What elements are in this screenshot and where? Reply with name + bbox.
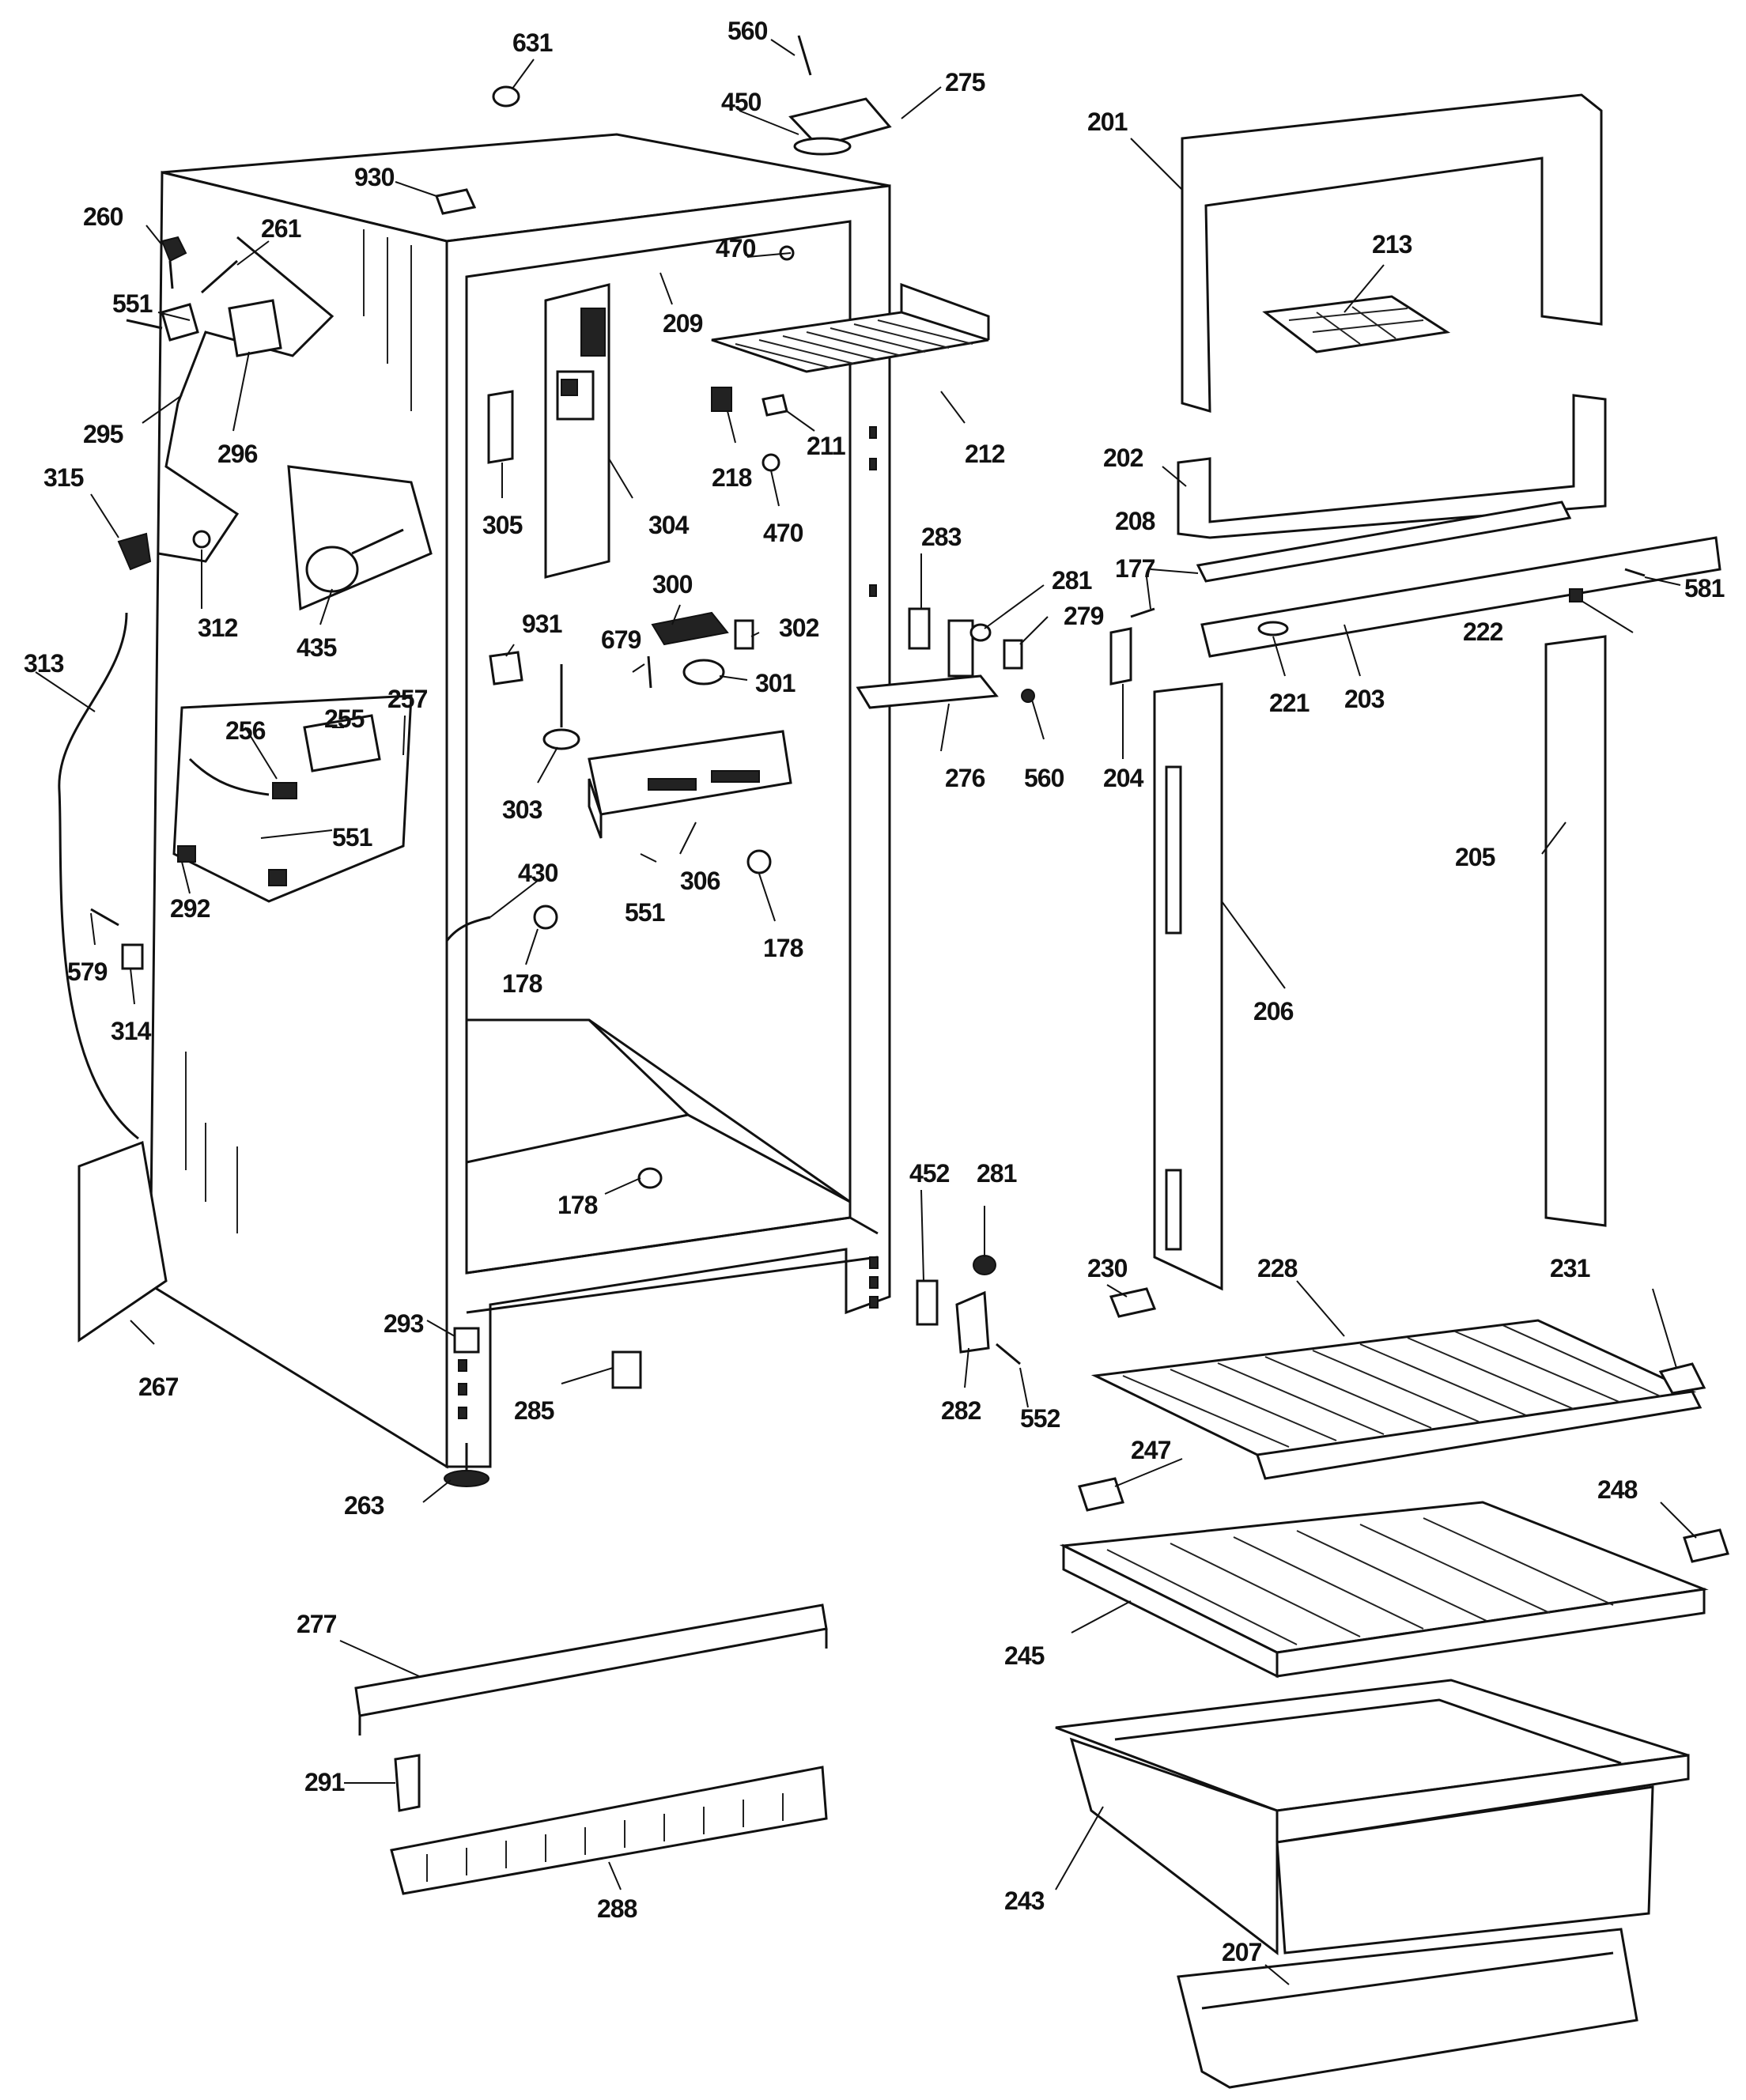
label-207: 207 bbox=[1222, 1938, 1262, 1966]
cutaway-outline bbox=[172, 694, 413, 903]
control-panel bbox=[487, 283, 610, 579]
label-213: 213 bbox=[1372, 230, 1412, 259]
label-178: 178 bbox=[557, 1191, 598, 1219]
label-178: 178 bbox=[763, 934, 803, 962]
label-292: 292 bbox=[170, 894, 210, 923]
label-276: 276 bbox=[945, 764, 985, 792]
label-212: 212 bbox=[965, 440, 1005, 468]
label-282: 282 bbox=[941, 1396, 981, 1425]
label-679: 679 bbox=[601, 625, 641, 654]
label-314: 314 bbox=[111, 1017, 152, 1045]
label-430: 430 bbox=[518, 859, 558, 887]
label-470: 470 bbox=[716, 234, 756, 262]
label-203: 203 bbox=[1344, 685, 1385, 713]
label-257: 257 bbox=[387, 685, 428, 713]
label-261: 261 bbox=[261, 214, 301, 243]
label-435: 435 bbox=[297, 633, 337, 662]
label-255: 255 bbox=[324, 704, 365, 733]
label-551: 551 bbox=[112, 289, 153, 318]
label-470: 470 bbox=[763, 519, 803, 547]
label-313: 313 bbox=[24, 649, 64, 678]
label-306: 306 bbox=[680, 867, 720, 895]
top-hinge-parts bbox=[434, 35, 892, 261]
label-631: 631 bbox=[512, 28, 553, 57]
label-248: 248 bbox=[1597, 1475, 1638, 1504]
label-303: 303 bbox=[502, 795, 542, 824]
label-295: 295 bbox=[83, 420, 123, 448]
label-201: 201 bbox=[1087, 108, 1128, 136]
label-296: 296 bbox=[217, 440, 258, 468]
cutaway-outline bbox=[287, 465, 433, 611]
label-551: 551 bbox=[332, 823, 372, 852]
bottom-rails bbox=[354, 1603, 828, 1895]
label-178: 178 bbox=[502, 969, 542, 998]
label-230: 230 bbox=[1087, 1254, 1128, 1282]
label-288: 288 bbox=[597, 1894, 637, 1923]
label-263: 263 bbox=[344, 1491, 384, 1520]
label-283: 283 bbox=[921, 523, 962, 551]
label-930: 930 bbox=[354, 163, 395, 191]
label-211: 211 bbox=[807, 432, 845, 460]
label-281: 281 bbox=[1052, 566, 1092, 595]
label-202: 202 bbox=[1103, 444, 1143, 472]
label-243: 243 bbox=[1004, 1887, 1045, 1915]
label-221: 221 bbox=[1269, 689, 1310, 717]
label-560: 560 bbox=[728, 17, 768, 45]
label-293: 293 bbox=[384, 1309, 424, 1338]
label-228: 228 bbox=[1257, 1254, 1298, 1282]
label-285: 285 bbox=[514, 1396, 554, 1425]
label-312: 312 bbox=[198, 614, 238, 642]
label-275: 275 bbox=[945, 68, 985, 96]
label-452: 452 bbox=[909, 1159, 950, 1188]
label-291: 291 bbox=[304, 1768, 345, 1796]
label-245: 245 bbox=[1004, 1641, 1045, 1670]
label-300: 300 bbox=[652, 570, 693, 599]
label-304: 304 bbox=[648, 511, 690, 539]
label-315: 315 bbox=[43, 463, 84, 492]
label-579: 579 bbox=[67, 957, 108, 986]
label-305: 305 bbox=[482, 511, 523, 539]
freezer-shelf bbox=[711, 282, 990, 373]
leader-lines bbox=[35, 39, 1697, 1985]
label-209: 209 bbox=[663, 309, 703, 338]
label-204: 204 bbox=[1103, 764, 1144, 792]
cutaway-outline bbox=[157, 236, 334, 563]
part-labels: 631 560 450 275 201 930 260 261 470 209 … bbox=[24, 17, 1725, 1966]
label-267: 267 bbox=[138, 1373, 179, 1401]
label-177: 177 bbox=[1115, 554, 1155, 583]
label-277: 277 bbox=[297, 1610, 337, 1638]
label-552: 552 bbox=[1020, 1404, 1060, 1433]
label-931: 931 bbox=[522, 610, 562, 638]
label-302: 302 bbox=[779, 614, 819, 642]
label-218: 218 bbox=[712, 463, 752, 492]
door-parts bbox=[1055, 93, 1729, 2089]
label-206: 206 bbox=[1253, 997, 1294, 1025]
label-450: 450 bbox=[721, 88, 762, 116]
label-281: 281 bbox=[977, 1159, 1017, 1188]
label-208: 208 bbox=[1115, 507, 1155, 535]
label-279: 279 bbox=[1064, 602, 1104, 630]
label-260: 260 bbox=[83, 202, 123, 231]
label-247: 247 bbox=[1131, 1436, 1171, 1464]
label-222: 222 bbox=[1463, 618, 1503, 646]
label-256: 256 bbox=[225, 716, 266, 745]
label-551: 551 bbox=[625, 898, 665, 927]
label-581: 581 bbox=[1684, 574, 1725, 602]
label-560: 560 bbox=[1024, 764, 1064, 792]
label-231: 231 bbox=[1550, 1254, 1590, 1282]
label-205: 205 bbox=[1455, 843, 1495, 871]
label-301: 301 bbox=[755, 669, 796, 697]
